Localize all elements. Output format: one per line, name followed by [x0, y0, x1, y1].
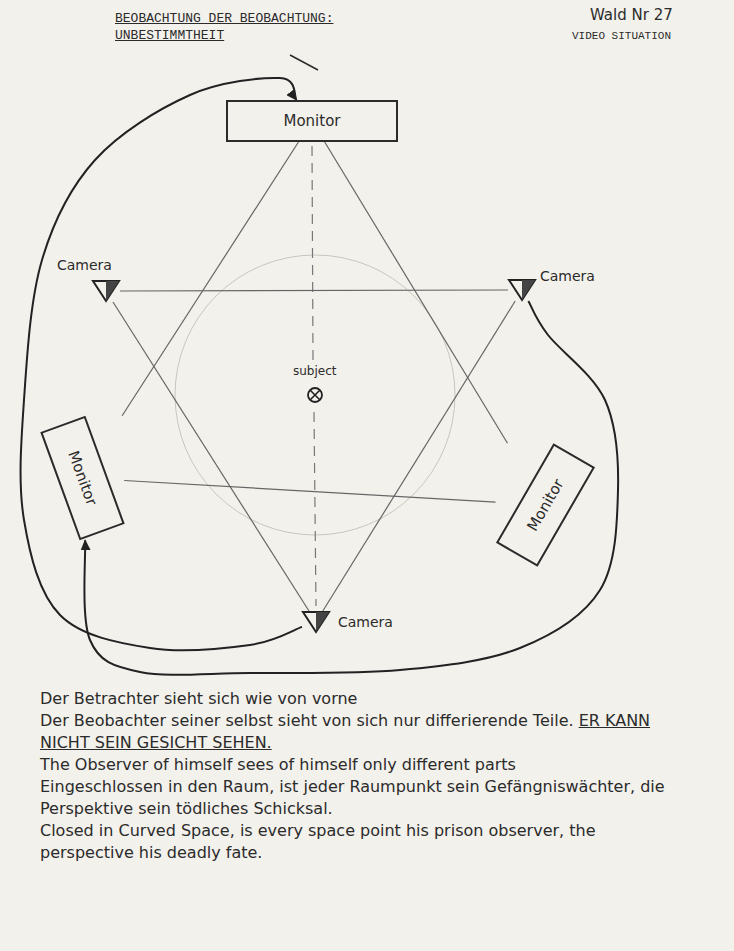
- faint-circle: [175, 255, 455, 535]
- signal-cable: [21, 78, 302, 650]
- note-paragraph: Der Betrachter sieht sich wie von vorne: [40, 688, 690, 710]
- signal-cable: [84, 301, 618, 675]
- sight-line: [323, 301, 515, 611]
- subject-label: subject: [293, 362, 337, 380]
- camera-label: Camera: [57, 256, 112, 274]
- camera-symbol: Camera: [302, 611, 330, 633]
- note-line: Eingeschlossen in den Raum, ist jeder Ra…: [40, 777, 665, 818]
- subject-icon: [306, 386, 324, 404]
- camera-outline: [303, 612, 329, 632]
- monitor-label: Monitor: [523, 476, 567, 534]
- sight-line: [124, 481, 495, 503]
- note-paragraph: Closed in Curved Space, is every space p…: [40, 820, 690, 864]
- camera-symbol: Camera: [508, 279, 536, 301]
- camera-symbol: Camera: [92, 280, 120, 302]
- camera-outline: [509, 280, 535, 300]
- camera-shade: [522, 280, 535, 300]
- sight-line: [122, 142, 298, 416]
- subject-cross: [310, 390, 320, 400]
- subject-marker: subject: [306, 386, 324, 404]
- monitor-box: Monitor: [40, 416, 124, 540]
- notes-block: Der Betrachter sieht sich wie von vorneD…: [40, 688, 690, 864]
- axis-line: [312, 146, 313, 360]
- monitor-box: Monitor: [495, 443, 594, 567]
- camera-label: Camera: [338, 613, 393, 631]
- sheet-number: Wald Nr 27: [590, 6, 673, 24]
- note-paragraph: The Observer of himself sees of himself …: [40, 754, 690, 776]
- subject-circle: [308, 388, 322, 402]
- sight-line: [120, 290, 508, 291]
- note-line: Der Beobachter seiner selbst sieht von s…: [40, 711, 574, 730]
- note-paragraph: Der Beobachter seiner selbst sieht von s…: [40, 710, 690, 754]
- pen-stroke: [290, 55, 318, 70]
- note-paragraph: Eingeschlossen in den Raum, ist jeder Ra…: [40, 776, 690, 820]
- note-line: The Observer of himself sees of himself …: [40, 755, 516, 774]
- monitor-label: Monitor: [64, 448, 100, 508]
- axis-line: [314, 412, 316, 606]
- camera-icon: [92, 280, 120, 302]
- camera-icon: [302, 611, 330, 633]
- sheet-subtitle: VIDEO SITUATION: [572, 30, 671, 42]
- note-line: Der Betrachter sieht sich wie von vorne: [40, 689, 357, 708]
- camera-shade: [316, 612, 329, 632]
- camera-shade: [106, 281, 119, 301]
- sight-line: [325, 142, 508, 443]
- sight-line: [113, 302, 309, 611]
- monitor-label: Monitor: [283, 112, 340, 130]
- camera-icon: [508, 279, 536, 301]
- monitor-box: Monitor: [226, 100, 398, 142]
- note-line: Closed in Curved Space, is every space p…: [40, 821, 596, 862]
- page-title: BEOBACHTUNG DER BEOBACHTUNG: UNBESTIMMTH…: [115, 10, 347, 44]
- camera-outline: [93, 281, 119, 301]
- camera-label: Camera: [540, 267, 595, 285]
